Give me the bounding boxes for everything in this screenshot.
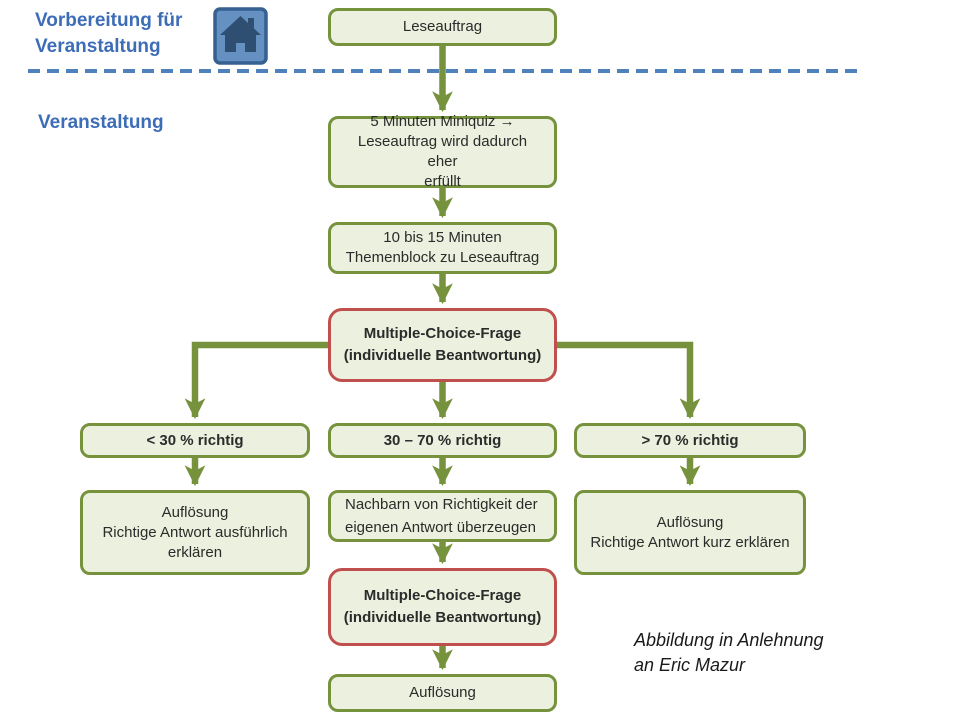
node-nachbarn-ueberzeugen: Nachbarn von Richtigkeit der eigenen Ant… — [328, 490, 557, 542]
node-aufloesung-ausfuehrlich: Auflösung Richtige Antwort ausführlich e… — [80, 490, 310, 575]
home-icon — [213, 7, 268, 65]
section-divider — [28, 69, 858, 73]
node-ueber-70-prozent: > 70 % richtig — [574, 423, 806, 458]
section-label-veranstaltung: Veranstaltung — [38, 112, 164, 133]
node-aufloesung-final: Auflösung — [328, 674, 557, 712]
node-aufloesung-kurz: Auflösung Richtige Antwort kurz erklären — [574, 490, 806, 575]
node-mc-frage-2: Multiple-Choice-Frage (individuelle Bean… — [328, 568, 557, 646]
node-leseauftrag: Leseauftrag — [328, 8, 557, 46]
home-button[interactable] — [213, 7, 268, 65]
node-30-bis-70-prozent: 30 – 70 % richtig — [328, 423, 557, 458]
node-unter-30-prozent: < 30 % richtig — [80, 423, 310, 458]
section-label-vorbereitung: Vorbereitung für Veranstaltung — [35, 10, 183, 57]
node-miniquiz: 5 Minuten Miniquiz → Leseauftrag wird da… — [328, 113, 557, 190]
node-mc-frage-1: Multiple-Choice-Frage (individuelle Bean… — [328, 308, 557, 382]
node-themenblock: 10 bis 15 Minuten Themenblock zu Leseauf… — [328, 222, 557, 274]
connector-mc1-links — [184, 341, 328, 420]
connector-mc1-rechts — [557, 341, 701, 420]
source-caption: Abbildung in Anlehnung an Eric Mazur — [634, 630, 824, 675]
